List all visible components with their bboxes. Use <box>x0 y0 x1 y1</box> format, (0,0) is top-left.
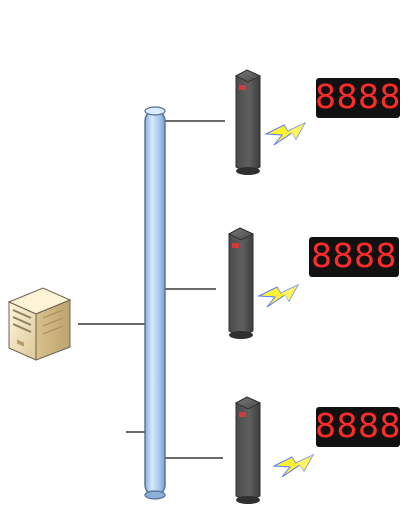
backbone-pipe <box>144 106 166 500</box>
lightning-bolt-icon <box>272 453 315 478</box>
display-value-bottom: 8888 <box>315 406 401 445</box>
display-value-top: 8888 <box>315 77 401 116</box>
lightning-bolt-icon <box>264 121 307 146</box>
server-icon <box>7 287 72 361</box>
display-value-middle: 8888 <box>311 236 397 275</box>
display-panel-top: 8888 <box>315 77 401 118</box>
connection-lines <box>78 120 225 459</box>
display-panel-middle: 8888 <box>309 236 399 277</box>
pillar-middle <box>227 227 255 339</box>
lightning-bolt-icon <box>257 283 300 308</box>
pillar-bottom <box>234 396 262 504</box>
display-panel-bottom: 8888 <box>315 406 401 447</box>
pillar-top <box>234 69 262 175</box>
